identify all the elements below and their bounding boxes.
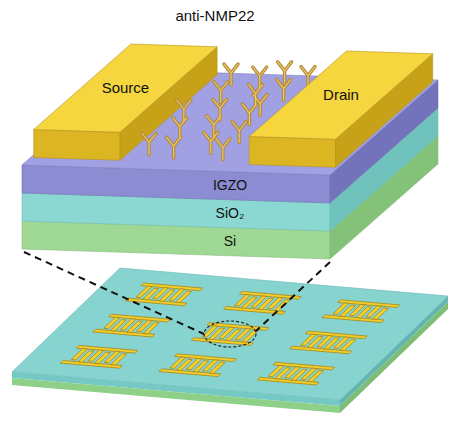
device xyxy=(159,354,236,377)
electrode-top xyxy=(34,44,217,132)
device xyxy=(61,345,138,368)
electrode-face xyxy=(249,137,335,168)
device xyxy=(257,362,334,385)
node-label: SiO₂ xyxy=(216,205,245,221)
substrate-top xyxy=(12,268,448,400)
node-label: Source xyxy=(101,79,149,96)
electrode-face xyxy=(34,130,120,161)
device-array xyxy=(61,283,400,385)
substrate xyxy=(12,268,448,413)
drain-electrode xyxy=(249,51,432,167)
device xyxy=(322,300,399,323)
sio2-layer: SiO₂ xyxy=(213,204,248,223)
electrode-top xyxy=(249,51,432,139)
device xyxy=(224,291,301,314)
drain-electrode: Drain xyxy=(320,85,362,105)
device xyxy=(290,331,367,354)
node-label: Si xyxy=(224,233,237,249)
antibody-label: anti-NMP22 xyxy=(175,7,255,24)
igzo-layer: IGZO xyxy=(210,176,251,195)
zoom-circle xyxy=(204,321,256,347)
node-label: IGZO xyxy=(213,177,248,193)
source-electrode: Source xyxy=(98,78,152,98)
node-label: Drain xyxy=(323,86,359,103)
si-layer: Si xyxy=(221,232,240,251)
zoom-line xyxy=(256,262,330,331)
device xyxy=(93,314,170,337)
zoom-line xyxy=(24,252,204,334)
antibody-label: anti-NMP22 xyxy=(173,6,257,26)
